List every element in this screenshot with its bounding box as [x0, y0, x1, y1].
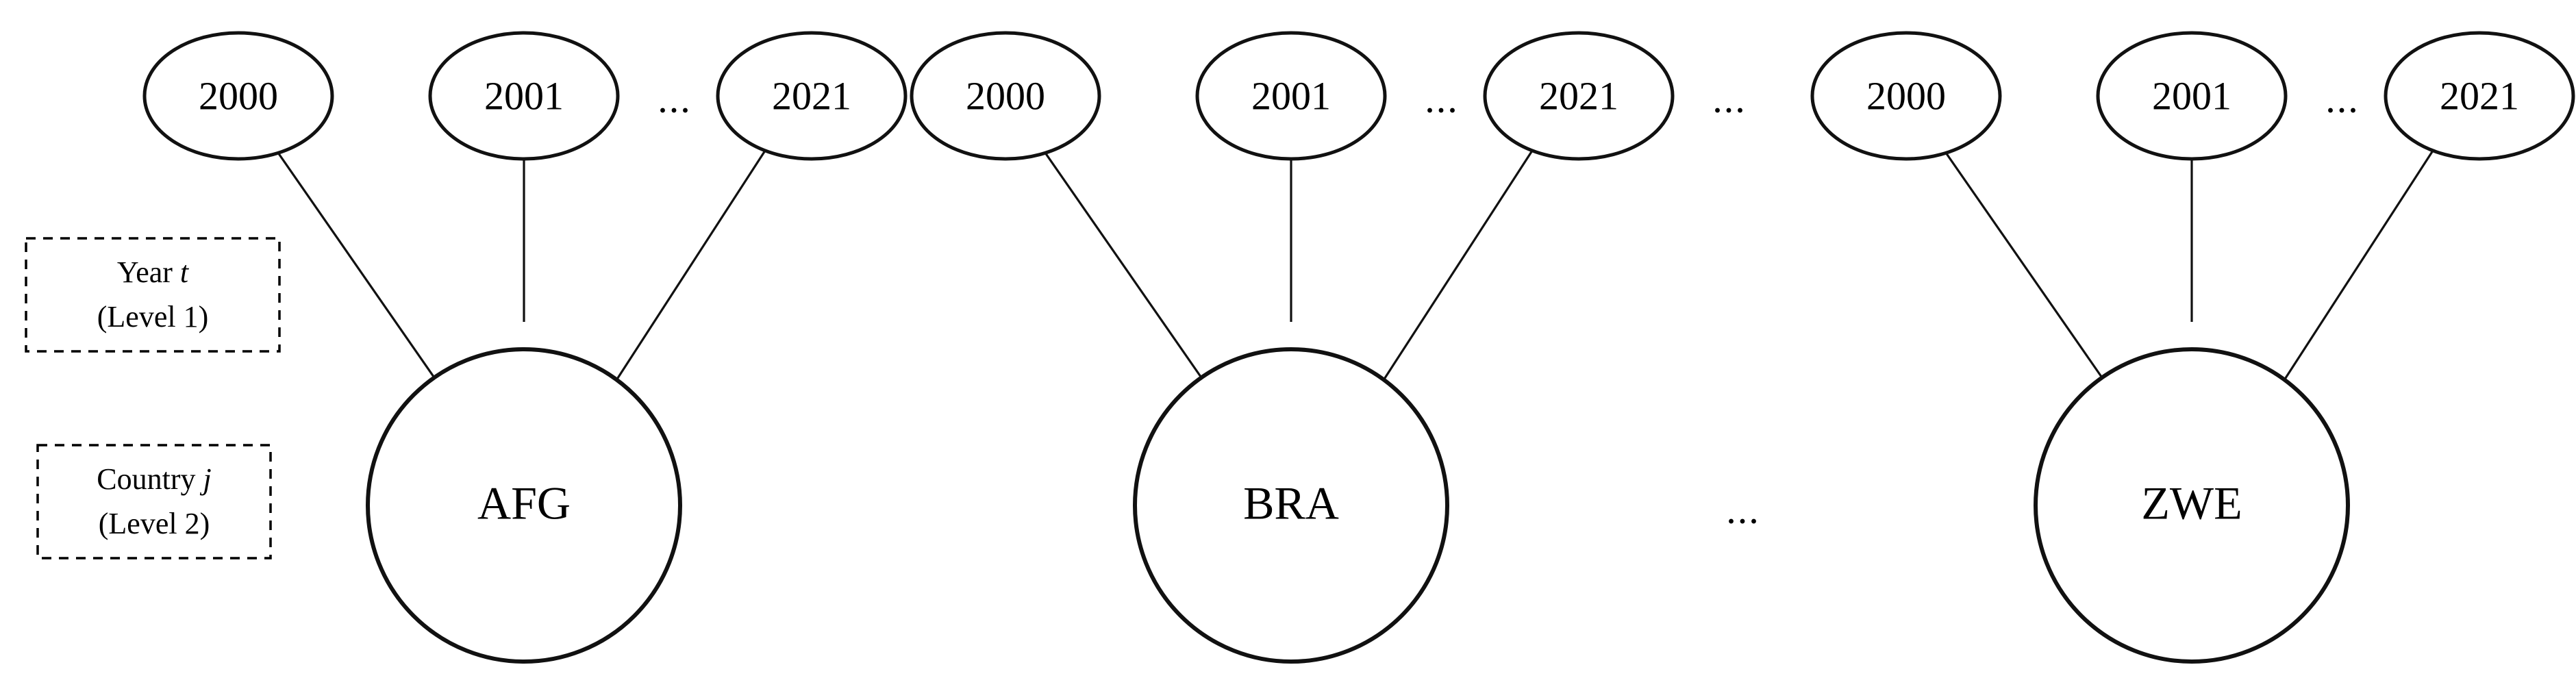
year-node-zwe-2001[interactable]: [2096, 31, 2288, 161]
legend-box-level-1-line1: Year t: [117, 255, 190, 289]
legend-box-level-2-line2: (Level 2): [99, 507, 210, 540]
legend-level-1-prefix: Year: [117, 255, 180, 289]
year-node-zwe-2000[interactable]: [1810, 31, 2002, 161]
year-ellipsis-bra: ...: [1425, 76, 1459, 121]
country-node-afg-label: AFG: [477, 477, 571, 529]
year-node-bra-2021-label: 2021: [1539, 73, 1618, 118]
legend-box-level-1: Year t (Level 1): [25, 237, 281, 353]
year-node-afg-2000[interactable]: [142, 31, 334, 161]
year-node-bra-2000-label: 2000: [966, 73, 1045, 118]
legend-level-2-variable: j: [200, 462, 212, 496]
year-node-afg-2001-label: 2001: [484, 73, 564, 118]
year-node-afg-2021[interactable]: [716, 31, 908, 161]
year-node-bra-2001[interactable]: [1195, 31, 1387, 161]
year-node-bra-2021[interactable]: [1483, 31, 1675, 161]
edge-bra-2000: [1033, 136, 1207, 384]
year-ellipsis-afg: ...: [658, 76, 692, 121]
year-node-afg-2001[interactable]: [428, 31, 620, 161]
legend-level-2-prefix: Country: [97, 462, 203, 496]
edge-zwe-2021: [2283, 136, 2443, 381]
year-node-bra-2001-label: 2001: [1251, 73, 1331, 118]
edge-zwe-2000: [1934, 136, 2108, 384]
year-node-zwe-2021-label: 2021: [2440, 73, 2519, 118]
country-node-bra[interactable]: [1133, 347, 1449, 664]
country-node-afg[interactable]: [366, 347, 682, 664]
year-node-zwe-2021[interactable]: [2384, 31, 2575, 161]
edge-afg-2021: [615, 136, 775, 381]
year-node-bra-2000[interactable]: [910, 31, 1101, 161]
group-bra: BRA 2000 2001 ... 2021 ...: [910, 31, 1747, 664]
group-ellipsis-between-bra-zwe: ...: [1712, 76, 1747, 121]
year-node-zwe-2000-label: 2000: [1866, 73, 1946, 118]
country-ellipsis: ...: [1726, 487, 1760, 531]
year-node-zwe-2001-label: 2001: [2152, 73, 2231, 118]
year-node-afg-2000-label: 2000: [199, 73, 278, 118]
group-afg: AFG 2000 2001 ... 2021: [142, 31, 908, 664]
edge-afg-2000: [266, 136, 440, 384]
year-node-afg-2021-label: 2021: [772, 73, 851, 118]
year-ellipsis-zwe: ...: [2325, 76, 2360, 121]
edge-bra-2021: [1382, 136, 1542, 381]
legend-box-level-2: Country j (Level 2): [36, 444, 272, 560]
group-zwe: ZWE 2000 2001 ... 2021: [1810, 31, 2575, 664]
country-node-bra-label: BRA: [1243, 477, 1339, 529]
legend-box-level-1-outline: [25, 237, 281, 353]
legend-level-1-variable: t: [180, 255, 190, 289]
legend-box-level-2-line1: Country j: [97, 462, 211, 496]
country-node-zwe[interactable]: [2034, 347, 2350, 664]
legend-box-level-1-line2: (Level 1): [97, 300, 208, 334]
legend-box-level-2-outline: [36, 444, 272, 560]
country-node-zwe-label: ZWE: [2141, 477, 2242, 529]
